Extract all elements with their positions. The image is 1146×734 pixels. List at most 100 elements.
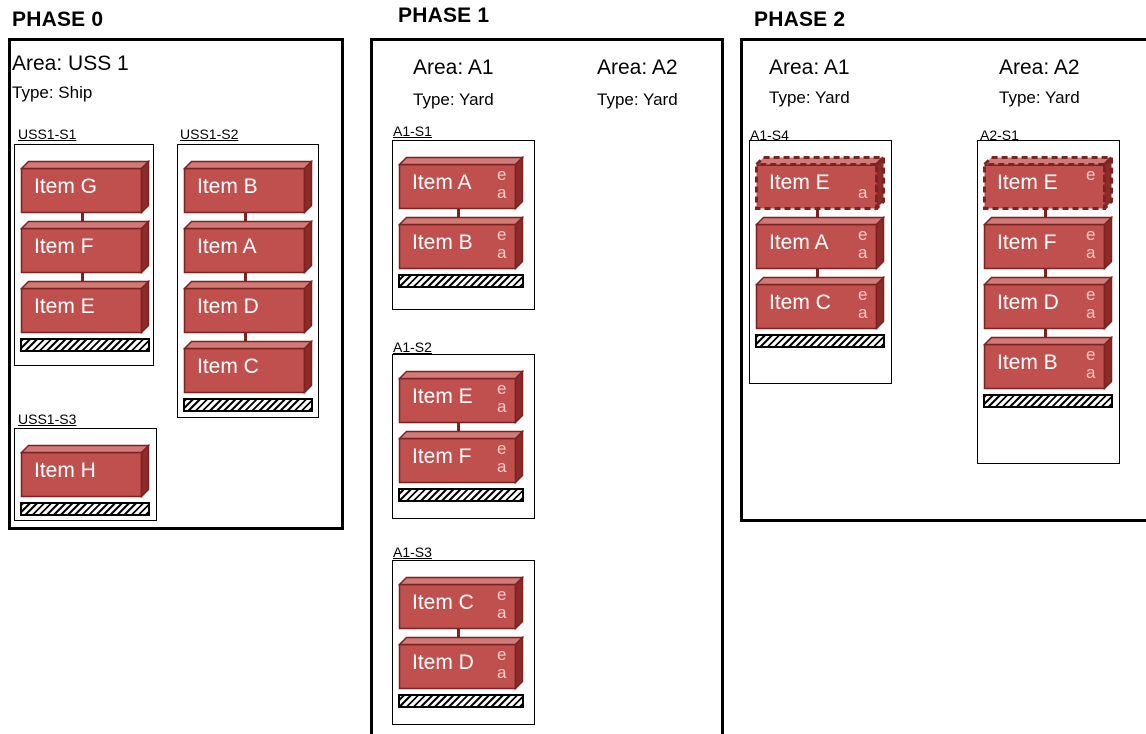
stack-connector [456,208,460,220]
item-box-shape [983,276,1113,330]
item-a-tag: a [1086,303,1096,322]
item-label: Item E [769,171,830,194]
item-box-shape [183,340,313,394]
stack-connector [243,212,247,224]
item-a-tag: a [1086,363,1096,382]
item-box-shape [755,276,885,330]
item-a-tag: a [497,663,507,682]
item-block: Item G [20,160,150,214]
item-a-tag: a [497,397,507,416]
item-e-tag: e [497,379,507,398]
item-box-shape [20,160,150,214]
item-a-tag: a [1086,243,1096,262]
area-type: Type: Ship [12,83,93,102]
stack-connector [1043,328,1047,340]
ground-base [398,694,524,708]
item-label: Item E [412,385,473,408]
stack-label: A2-S1 [980,127,1019,143]
area-name: Area: A2 [597,56,678,79]
stack-connector [456,628,460,640]
ground-base [20,502,150,516]
item-label: Item E [34,295,95,318]
item-block: Item E e [983,156,1113,210]
item-box-shape [398,216,524,270]
area-type: Type: Yard [769,88,850,107]
item-label: Item C [412,591,474,614]
item-a-tag: a [858,243,868,262]
item-label: Item A [769,231,829,254]
phase-title: PHASE 1 [398,4,490,27]
ground-base [398,488,524,502]
stack-connector [815,268,819,280]
item-box-shape [398,576,524,630]
stack-label: A1-S2 [393,339,432,355]
item-box-shape [20,444,150,498]
item-box-shape [398,156,524,210]
stack-connector [243,332,247,344]
item-a-tag: a [497,457,507,476]
item-label: Item A [412,171,472,194]
stack-connector [80,212,84,224]
item-box-shape [983,336,1113,390]
item-block: Item C [183,340,313,394]
item-block: Item E a [755,156,885,210]
item-e-tag: e [1086,345,1096,364]
item-box-shape [983,156,1113,210]
item-e-tag: e [497,585,507,604]
stack-connector [243,272,247,284]
area-name: Area: A1 [769,56,850,79]
area-name: Area: USS 1 [12,52,129,75]
item-label: Item B [997,351,1058,374]
item-box-shape [183,220,313,274]
stack-connector [1043,208,1047,220]
item-a-tag: a [497,243,507,262]
stack-label: A1-S3 [393,544,432,560]
stack-connector [815,208,819,220]
item-box-shape [398,370,524,424]
item-label: Item G [34,175,98,198]
item-block: Item A [183,220,313,274]
item-box-shape [755,216,885,270]
item-e-tag: e [497,225,507,244]
stack-connector [456,422,460,434]
item-label: Item D [997,291,1059,314]
area-name: Area: A1 [413,56,494,79]
item-block: Item D [183,280,313,334]
item-label: Item E [997,171,1058,194]
item-box-shape [398,430,524,484]
item-label: Item F [34,235,94,258]
item-label: Item D [197,295,259,318]
item-a-tag: a [858,303,868,322]
item-e-tag: e [1086,165,1096,184]
item-e-tag: e [497,165,507,184]
ground-base [398,274,524,288]
item-block: Item H [20,444,150,498]
area-name: Area: A2 [999,56,1080,79]
item-a-tag: a [858,183,868,202]
item-label: Item F [997,231,1057,254]
item-a-tag: a [497,603,507,622]
item-label: Item C [197,355,259,378]
area-type: Type: Yard [999,88,1080,107]
item-block: Item B [183,160,313,214]
item-a-tag: a [497,183,507,202]
item-box-shape [20,220,150,274]
ground-base [983,394,1113,408]
item-e-tag: e [858,225,868,244]
item-label: Item C [769,291,831,314]
stack-label: A1-S4 [750,127,789,143]
area-type: Type: Yard [597,90,678,109]
item-e-tag: e [1086,225,1096,244]
item-box-shape [183,160,313,214]
ground-base [755,334,885,348]
ground-base [183,398,313,412]
